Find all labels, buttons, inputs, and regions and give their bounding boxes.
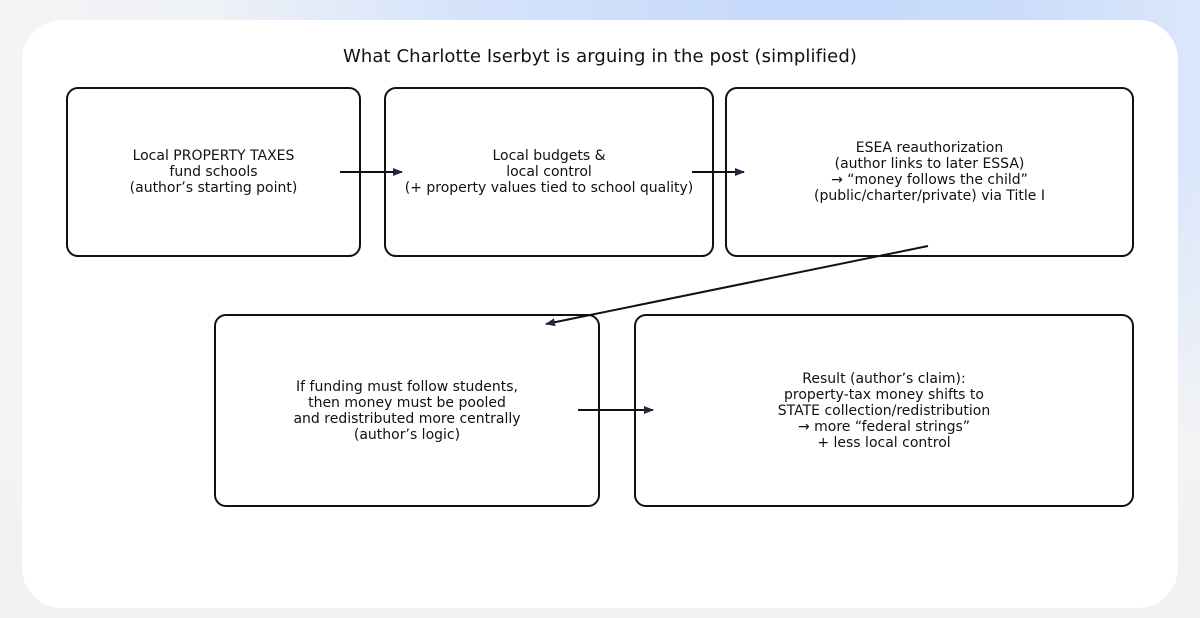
step-text-local-budgets: Local budgets & local control (+ propert… [404,148,694,196]
step-box-result: Result (author’s claim): property-tax mo… [634,314,1134,507]
step-text-property-taxes: Local PROPERTY TAXES fund schools (autho… [129,148,298,196]
step-box-esea: ESEA reauthorization (author links to la… [725,87,1134,257]
step-text-esea: ESEA reauthorization (author links to la… [814,140,1045,204]
step-text-result: Result (author’s claim): property-tax mo… [777,370,991,451]
step-box-property-taxes: Local PROPERTY TAXES fund schools (autho… [66,87,361,257]
diagram-title: What Charlotte Iserbyt is arguing in the… [343,46,857,67]
step-text-funding-follows: If funding must follow students, then mo… [293,378,521,443]
step-box-local-budgets: Local budgets & local control (+ propert… [384,87,714,257]
step-box-funding-follows: If funding must follow students, then mo… [214,314,600,507]
